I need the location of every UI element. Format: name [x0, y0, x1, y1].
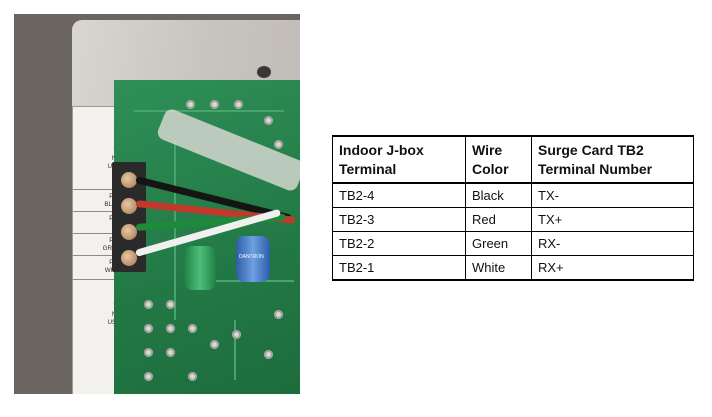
pcb-pad	[274, 310, 283, 319]
j-box-photo: TB3 NOT USED PIN 4 BLACK PIN 3 RED PIN 2…	[14, 14, 300, 394]
pcb-pad	[232, 330, 241, 339]
pcb-pad	[274, 140, 283, 149]
table-row: TB2-4 Black TX-	[332, 182, 694, 208]
table-cell: White	[465, 255, 532, 281]
table-cell: Black	[465, 182, 532, 208]
pcb-trace	[174, 140, 176, 320]
strip-divider	[73, 255, 129, 256]
terminal-screw	[121, 198, 137, 214]
pcb-pad	[186, 100, 195, 109]
blue-surge-capacitor: DANTRON	[236, 236, 270, 282]
header-line: Indoor J-box	[339, 142, 424, 158]
table-cell: TB2-4	[332, 182, 466, 208]
pcb-pad	[188, 372, 197, 381]
header-line: Wire	[472, 142, 503, 158]
pcb-pad	[210, 100, 219, 109]
table-cell: TB2-2	[332, 231, 466, 256]
strip-divider	[73, 211, 129, 212]
header-line: Color	[472, 161, 509, 177]
pcb-pad	[234, 100, 243, 109]
pcb-trace	[134, 110, 284, 112]
terminal-screw	[121, 172, 137, 188]
pcb-pad	[210, 340, 219, 349]
header-surge-card-terminal: Surge Card TB2 Terminal Number	[531, 135, 694, 184]
pcb-pad	[144, 372, 153, 381]
table-cell: TB2-1	[332, 255, 466, 281]
pcb-pad	[166, 324, 175, 333]
table-cell: RX-	[531, 231, 694, 256]
table-header-row: Indoor J-box Terminal Wire Color Surge C…	[332, 135, 694, 184]
strip-divider	[73, 233, 129, 234]
header-line: Terminal	[339, 161, 397, 177]
header-indoor-jbox-terminal: Indoor J-box Terminal	[332, 135, 466, 184]
table-cell: Red	[465, 207, 532, 232]
pcb-pad	[144, 348, 153, 357]
table-row: TB2-1 White RX+	[332, 255, 694, 281]
table-cell: RX+	[531, 255, 694, 281]
pcb-pad	[144, 324, 153, 333]
strip-divider	[73, 189, 129, 190]
green-surge-capacitor	[184, 246, 216, 290]
header-line: Surge Card TB2	[538, 142, 644, 158]
mounting-hole	[257, 66, 271, 78]
table-cell: TX-	[531, 182, 694, 208]
header-wire-color: Wire Color	[465, 135, 532, 184]
header-line: Terminal Number	[538, 161, 653, 177]
pcb-trace	[234, 320, 236, 380]
pcb-pad	[144, 300, 153, 309]
wiring-table: Indoor J-box Terminal Wire Color Surge C…	[332, 135, 694, 281]
capacitor-marking: DANTRON	[239, 254, 264, 260]
table-cell: TX+	[531, 207, 694, 232]
table-row: TB2-3 Red TX+	[332, 207, 694, 232]
pcb-pad	[264, 116, 273, 125]
pcb-pad	[166, 300, 175, 309]
pcb-pad	[264, 350, 273, 359]
pcb-pad	[166, 348, 175, 357]
table-cell: Green	[465, 231, 532, 256]
strip-divider	[73, 279, 129, 280]
terminal-screw	[121, 224, 137, 240]
terminal-screw	[121, 250, 137, 266]
pcb-pad	[188, 324, 197, 333]
table-row: TB2-2 Green RX-	[332, 231, 694, 256]
table-cell: TB2-3	[332, 207, 466, 232]
